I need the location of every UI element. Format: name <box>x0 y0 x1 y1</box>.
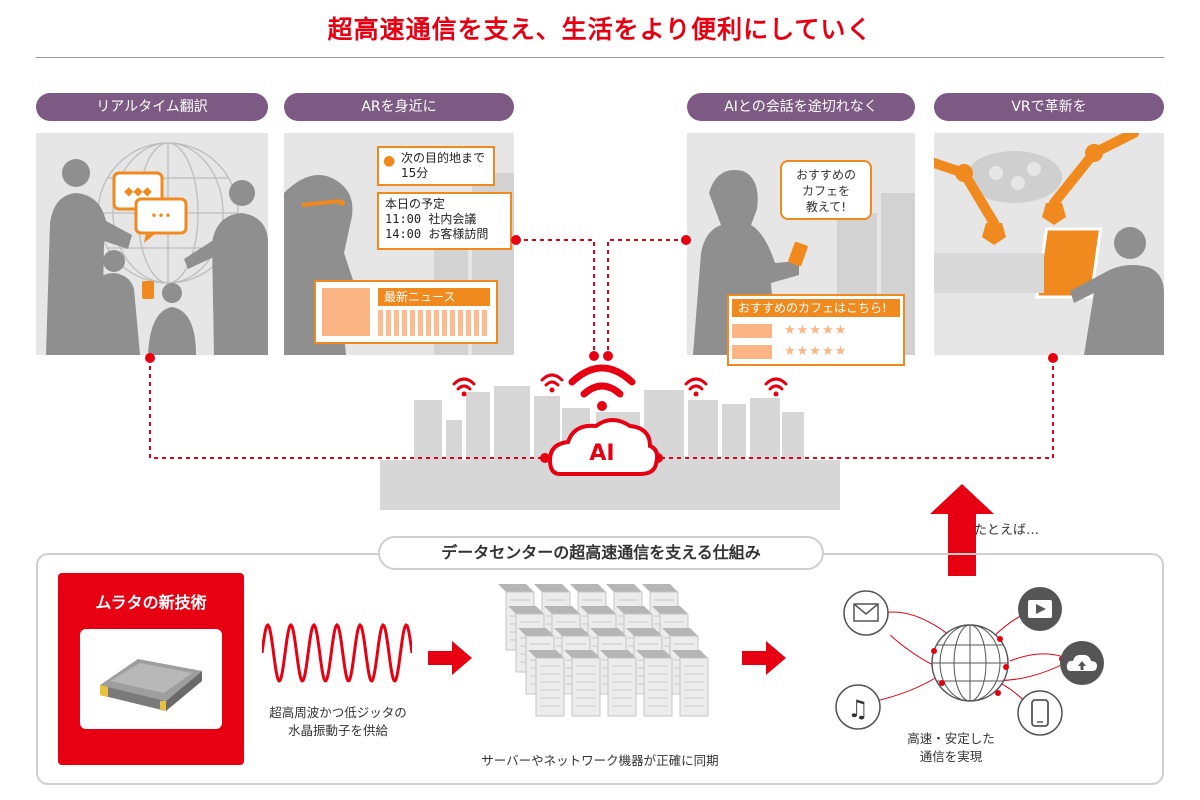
global-network-diagram: ♫ <box>835 587 1104 736</box>
mail-icon <box>853 603 879 622</box>
result-thumbnail-1 <box>732 323 772 338</box>
svg-text:•••: ••• <box>150 209 171 223</box>
server-unit <box>564 650 601 717</box>
ar-schedule-item-1: 11:00 社内会議 <box>385 212 477 226</box>
page-title: 超高速通信を支え、生活をより便利にしていく <box>327 15 873 44</box>
svg-text:◆◆◆: ◆◆◆ <box>124 184 152 198</box>
wave-caption-line2: 水晶振動子を供給 <box>287 723 388 738</box>
vr-illustration <box>934 133 1164 355</box>
ar-schedule-item-2: 14:00 お客様訪問 <box>385 227 489 241</box>
section-title: データセンターの超高速通信を支える仕組み <box>378 536 824 570</box>
connection-lines <box>149 239 1054 459</box>
news-text-placeholder <box>378 310 490 336</box>
wave-caption: 超高周波かつ低ジッタの 水晶振動子を供給 <box>248 704 428 740</box>
crystal-oscillator-icon <box>100 659 202 711</box>
rating-stars-1: ★★★★★ <box>784 323 848 338</box>
ar-news-card: 最新ニュース <box>314 280 498 344</box>
rating-stars-2: ★★★★★ <box>784 344 848 359</box>
ar-schedule-title: 本日の予定 <box>385 197 446 211</box>
crystal-oscillator-frame <box>80 629 222 729</box>
wifi-icons <box>452 364 788 411</box>
server-unit <box>600 650 637 717</box>
scene-panel-vr <box>934 133 1164 355</box>
ar-nav-line1: 次の目的地まで <box>401 151 486 165</box>
scene-panel-translation: ◆◆◆ ••• <box>36 133 268 355</box>
map-pin-icon: ● <box>383 153 396 169</box>
murata-tech-box: ムラタの新技術 <box>58 573 244 765</box>
scene-label-ai-chat: AIとの会話を途切れなく <box>687 93 915 121</box>
wifi-small-icon-3 <box>684 377 708 391</box>
right-arrow-icon <box>742 641 786 675</box>
server-unit <box>672 650 709 717</box>
ar-news-header: 最新ニュース <box>378 288 490 306</box>
wifi-small-icon-4 <box>764 377 788 391</box>
right-arrow-icon <box>428 641 472 675</box>
ai-result-row-2: ★★★★★ <box>732 344 900 359</box>
connection-nodes <box>145 235 1058 463</box>
server-caption: サーバーやネットワーク機器が正確に同期 <box>481 753 719 768</box>
ar-schedule-card: 本日の予定 11:00 社内会議 14:00 お客様訪問 <box>377 192 512 250</box>
murata-tech-label: ムラタの新技術 <box>95 593 207 612</box>
scene-label-translation: リアルタイム翻訳 <box>36 93 268 121</box>
example-label: たとえば… <box>974 523 1040 538</box>
ai-cloud-icon <box>547 418 660 476</box>
result-thumbnail-2 <box>732 344 772 359</box>
mail-node <box>843 590 889 636</box>
server-unit <box>528 650 565 717</box>
ai-result-row-1: ★★★★★ <box>732 323 900 338</box>
wifi-small-icon-2 <box>540 373 564 387</box>
svg-text:♫: ♫ <box>847 695 869 723</box>
wave-caption-line1: 超高周波かつ低ジッタの <box>269 705 407 720</box>
result-caption-line2: 通信を実現 <box>919 749 983 764</box>
ai-bubble-line1: おすすめの <box>795 168 856 182</box>
ai-bubble-line3: 教えて! <box>805 200 847 214</box>
ai-cloud-label: AI <box>589 441 615 466</box>
server-unit <box>636 650 673 717</box>
ai-result-header: おすすめのカフェはこちら! <box>732 299 900 317</box>
ai-bubble-line2: カフェを <box>801 184 850 198</box>
ai-result-card: おすすめのカフェはこちら! ★★★★★ ★★★★★ <box>727 294 905 366</box>
ar-nav-line2: 15分 <box>401 166 429 180</box>
wifi-large-icon <box>568 364 636 398</box>
result-caption-line1: 高速・安定した <box>907 731 995 746</box>
translation-illustration: ◆◆◆ ••• <box>46 142 268 355</box>
ai-chat-bubble: おすすめの カフェを 教えて! <box>780 160 872 220</box>
scene-label-vr: VRで革新を <box>934 93 1164 121</box>
news-thumbnail <box>322 288 370 336</box>
server-rack-icon <box>498 584 709 717</box>
result-caption: 高速・安定した 通信を実現 <box>876 730 1026 766</box>
wifi-small-dots <box>461 387 779 397</box>
wifi-small-icon-1 <box>452 377 476 391</box>
title-divider <box>36 57 1164 58</box>
up-arrow-icon <box>930 484 994 576</box>
high-frequency-wave-icon <box>262 622 412 683</box>
scene-label-ar: ARを身近に <box>284 93 514 121</box>
music-note-icon <box>835 684 881 730</box>
smartphone-icon <box>1017 690 1063 736</box>
ar-navigation-card: ● 次の目的地まで 15分 <box>377 146 495 186</box>
